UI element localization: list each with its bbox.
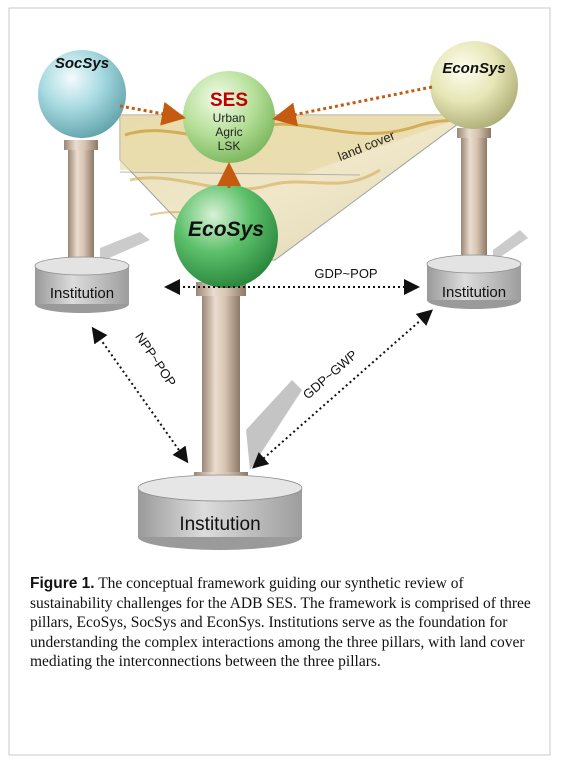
socsys-sphere <box>38 50 126 138</box>
caption-text: The conceptual framework guiding our syn… <box>30 575 531 671</box>
ecosys-label: EcoSys <box>188 218 264 241</box>
gdp-pop-label: GDP~POP <box>314 266 377 281</box>
institution-left-base <box>34 256 130 313</box>
gdp-gwp-link <box>251 309 434 469</box>
ecosys-sphere <box>174 184 278 288</box>
institution-bottom-label: Institution <box>179 514 260 535</box>
institution-right-label: Institution <box>442 284 506 301</box>
figure-label: Figure 1. <box>30 575 95 592</box>
socsys-label: SocSys <box>55 55 109 72</box>
ses-sphere <box>183 71 275 163</box>
ses-line-lsk: LSK <box>218 139 241 153</box>
institution-left-label: Institution <box>50 285 114 302</box>
econsys-label: EconSys <box>442 60 505 77</box>
ses-title: SES <box>210 90 248 111</box>
institution-bottom-base <box>137 474 303 550</box>
soc-to-ses-arrow <box>119 101 186 126</box>
ses-line-agric: Agric <box>215 125 242 139</box>
ses-line-urban: Urban <box>213 111 246 125</box>
npp-pop-link <box>91 326 189 464</box>
figure-caption: Figure 1. The conceptual framework guidi… <box>30 574 540 672</box>
econsys-sphere <box>430 41 518 129</box>
institution-right-base <box>426 254 522 309</box>
socsys-pillar <box>62 140 150 266</box>
econ-to-ses-arrow <box>272 85 433 127</box>
